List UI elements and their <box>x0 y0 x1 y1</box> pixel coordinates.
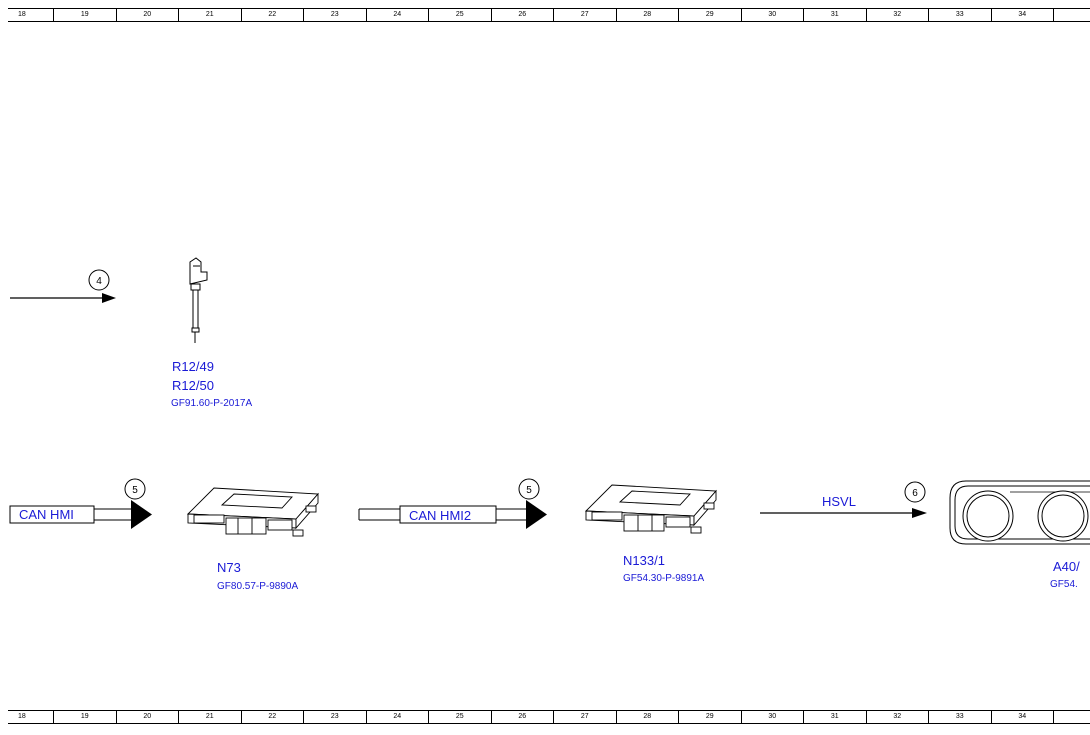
module-name-n73: N73 <box>217 560 241 575</box>
module-ref-a40-link[interactable]: GF54. <box>1050 579 1078 590</box>
hsvl-label: HSVL <box>822 494 856 509</box>
ruler-cell: 25 <box>429 9 492 21</box>
ref-bubble-5b: 5 <box>526 485 532 496</box>
ruler-cell: 29 <box>679 711 742 723</box>
ruler-cell: 22 <box>242 9 304 21</box>
ruler-cell: 33 <box>929 9 992 21</box>
ref-bubble-5a: 5 <box>132 485 138 496</box>
module-ref-n133-link[interactable]: GF54.30-P-9891A <box>623 573 704 584</box>
sensor-name-1: R12/49 <box>172 359 214 374</box>
ruler-cell: 20 <box>117 711 179 723</box>
ruler-cell: 20 <box>117 9 179 21</box>
ruler-cell: 29 <box>679 9 742 21</box>
sensor-ref-link[interactable]: GF91.60-P-2017A <box>171 398 252 409</box>
ruler-cell: 30 <box>742 711 804 723</box>
ruler-cell: 25 <box>429 711 492 723</box>
ruler-cell: 32 <box>867 711 929 723</box>
can-hmi-bus[interactable]: CAN HMI 5 <box>9 478 152 529</box>
can-hmi-label: CAN HMI <box>19 507 74 522</box>
ruler-cell: 30 <box>742 9 804 21</box>
ruler-cell: 21 <box>179 711 242 723</box>
temperature-sensor-icon[interactable] <box>189 257 208 343</box>
ruler-cell: 22 <box>242 711 304 723</box>
ruler-cell: 18 <box>8 9 54 21</box>
instrument-cluster-icon[interactable] <box>949 480 1090 545</box>
control-module-n133-icon[interactable] <box>584 484 717 534</box>
ruler-cell: 23 <box>304 711 367 723</box>
ruler-cell: 28 <box>617 711 679 723</box>
signal-arrow-4[interactable]: 4 <box>10 269 116 303</box>
module-ref-n73-link[interactable]: GF80.57-P-9890A <box>217 581 298 592</box>
module-name-n133: N133/1 <box>623 553 665 568</box>
can-hmi2-label: CAN HMI2 <box>409 508 471 523</box>
sensor-name-2: R12/50 <box>172 378 214 393</box>
hsvl-signal[interactable]: HSVL 6 <box>760 481 927 518</box>
ruler-cell: 21 <box>179 9 242 21</box>
module-name-a40: A40/ <box>1053 559 1080 574</box>
ruler-cell: 31 <box>804 711 867 723</box>
ruler-cell: 26 <box>492 9 554 21</box>
ruler-cell: 23 <box>304 9 367 21</box>
ref-bubble-6: 6 <box>912 488 918 499</box>
ruler-cell: 19 <box>54 711 117 723</box>
ruler-cell: 34 <box>992 9 1054 21</box>
ruler-cell: 34 <box>992 711 1054 723</box>
ruler-cell: 33 <box>929 711 992 723</box>
ruler-cell: 28 <box>617 9 679 21</box>
ruler-cell: 27 <box>554 711 617 723</box>
ruler-cell: 24 <box>367 711 429 723</box>
control-module-n73-icon[interactable] <box>186 487 319 537</box>
ref-bubble-4: 4 <box>96 276 102 287</box>
ruler-cell: 19 <box>54 9 117 21</box>
ruler-cell: 32 <box>867 9 929 21</box>
ruler-cell: 27 <box>554 9 617 21</box>
ruler-cell: 24 <box>367 9 429 21</box>
can-hmi2-bus[interactable]: CAN HMI2 5 <box>358 478 547 529</box>
ruler-cell: 26 <box>492 711 554 723</box>
ruler-cell: 18 <box>8 711 54 723</box>
ruler-cell: 31 <box>804 9 867 21</box>
